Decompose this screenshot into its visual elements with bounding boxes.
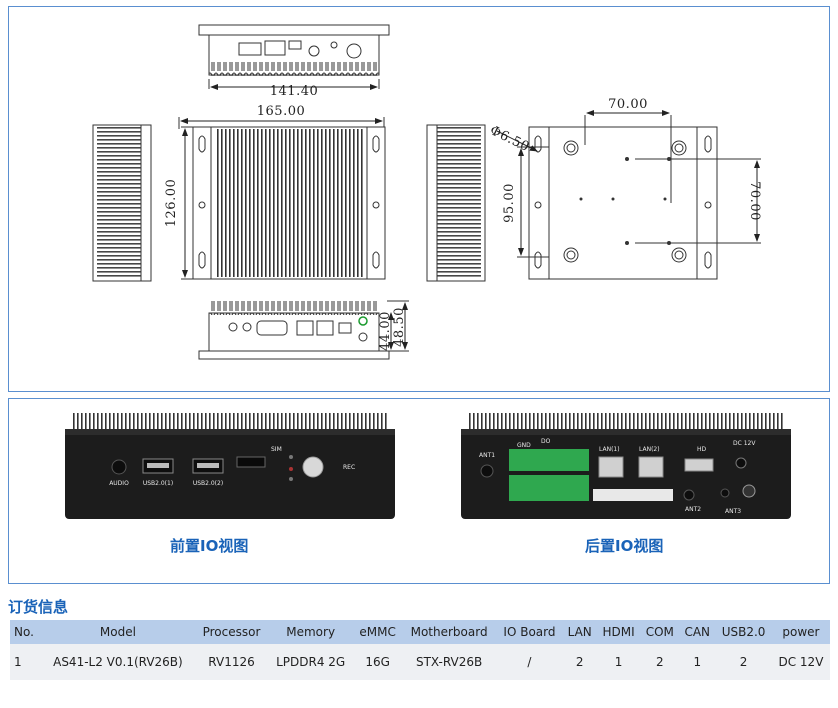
front-io-caption: 前置IO视图 bbox=[170, 537, 249, 555]
col-power: power bbox=[771, 620, 830, 644]
ant2-label: ANT2 bbox=[685, 506, 701, 513]
dc-label: DC 12V bbox=[733, 440, 756, 447]
cell-lan: 2 bbox=[562, 644, 597, 680]
cell-hdmi: 1 bbox=[596, 644, 641, 680]
cell-can: 1 bbox=[679, 644, 716, 680]
front-elevation-view: 141.40 bbox=[198, 24, 390, 99]
rear-io-caption: 后置IO视图 bbox=[585, 537, 664, 555]
cell-com: 2 bbox=[640, 644, 680, 680]
ant1-label: ANT1 bbox=[479, 452, 495, 459]
table-row: 1 AS41-L2 V0.1(RV26B) RV1126 LPDDR4 2G 1… bbox=[10, 644, 830, 680]
col-memory: Memory bbox=[267, 620, 354, 644]
gnd-label: GND bbox=[517, 442, 531, 449]
cell-model: AS41-L2 V0.1(RV26B) bbox=[40, 644, 196, 680]
audio-label: AUDIO bbox=[109, 480, 129, 487]
table-header-row: No. Model Processor Memory eMMC Motherbo… bbox=[10, 620, 830, 644]
col-motherboard: Motherboard bbox=[401, 620, 497, 644]
drawing-panel: 141.40 165.00 126.00 bbox=[8, 6, 830, 392]
cell-motherboard: STX-RV26B bbox=[401, 644, 497, 680]
lan2-label: LAN(2) bbox=[639, 446, 660, 453]
dim-hole-x: 70.00 bbox=[608, 97, 648, 112]
dim-depth: 126.00 bbox=[164, 179, 179, 228]
cell-no: 1 bbox=[10, 644, 41, 680]
dim-hole-dia: Φ6.50 bbox=[487, 123, 531, 155]
lan1-label: LAN(1) bbox=[599, 446, 620, 453]
col-usb: USB2.0 bbox=[715, 620, 772, 644]
photo-panel: AUDIO USB2.0(1) USB2.0(2) SIM REC ANT1 G… bbox=[8, 398, 830, 584]
col-io-board: IO Board bbox=[496, 620, 563, 644]
usb2-label: USB2.0(2) bbox=[193, 480, 223, 487]
right-side-view bbox=[426, 124, 486, 282]
cell-power: DC 12V bbox=[771, 644, 830, 680]
cell-processor: RV1126 bbox=[195, 644, 268, 680]
top-plan-view: 165.00 126.00 bbox=[164, 104, 386, 280]
cell-memory: LPDDR4 2G bbox=[267, 644, 354, 680]
ant3-label: ANT3 bbox=[725, 508, 741, 515]
front-io-photo: AUDIO USB2.0(1) USB2.0(2) SIM REC bbox=[65, 413, 395, 519]
do-label: DO bbox=[541, 438, 551, 445]
col-processor: Processor bbox=[195, 620, 268, 644]
dim-top-width: 141.40 bbox=[270, 84, 319, 99]
col-lan: LAN bbox=[562, 620, 597, 644]
col-com: COM bbox=[640, 620, 680, 644]
usb1-label: USB2.0(1) bbox=[143, 480, 173, 487]
dim-hole-y: 70.00 bbox=[747, 181, 762, 221]
bottom-plate-view: 70.00 70.00 95.00 Φ6.50 bbox=[487, 97, 762, 280]
rear-io-photo: ANT1 GND DO LAN(1) LAN(2) HD DC 12V ANT2… bbox=[461, 413, 791, 519]
dim-height-total: 48.50 bbox=[392, 307, 407, 347]
rec-label: REC bbox=[343, 464, 355, 471]
technical-drawing: 141.40 165.00 126.00 bbox=[92, 24, 762, 360]
col-model: Model bbox=[40, 620, 196, 644]
hd-label: HD bbox=[697, 446, 707, 453]
cell-io-board: / bbox=[496, 644, 563, 680]
order-info-title: 订货信息 bbox=[8, 598, 69, 616]
left-side-view bbox=[92, 124, 152, 282]
dim-mount-span: 95.00 bbox=[502, 183, 517, 223]
dim-height-inner: 44.00 bbox=[378, 311, 393, 351]
product-photos: AUDIO USB2.0(1) USB2.0(2) SIM REC ANT1 G… bbox=[65, 413, 791, 519]
cell-emmc: 16G bbox=[353, 644, 402, 680]
col-emmc: eMMC bbox=[353, 620, 402, 644]
dim-length: 165.00 bbox=[257, 104, 306, 119]
rear-elevation-view: 44.00 48.50 bbox=[198, 300, 409, 360]
col-hdmi: HDMI bbox=[596, 620, 641, 644]
sim-label: SIM bbox=[271, 446, 282, 453]
col-can: CAN bbox=[679, 620, 716, 644]
col-no: No. bbox=[10, 620, 41, 644]
cell-usb: 2 bbox=[715, 644, 772, 680]
order-table: No. Model Processor Memory eMMC Motherbo… bbox=[10, 620, 830, 680]
